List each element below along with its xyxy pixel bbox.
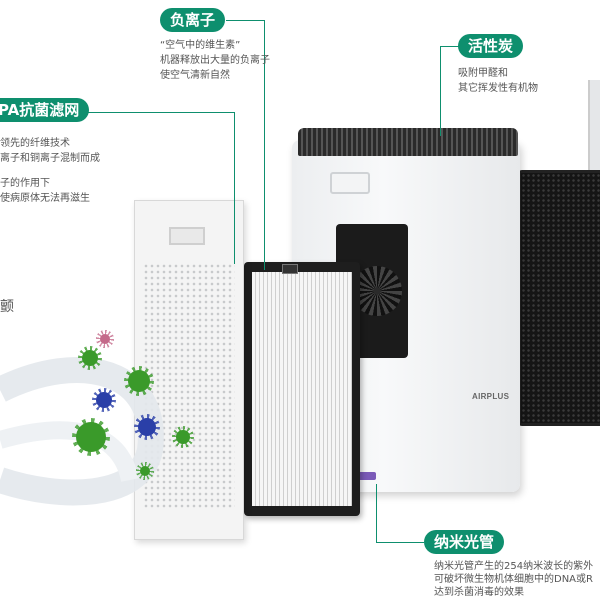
germ-icon [134,414,160,440]
pre-filter-perforation [143,263,235,509]
germ-icon [72,418,110,456]
negative-ion-description: “空气中的维生素” 机器释放出大量的负离子 使空气清新自然 [160,38,270,83]
hepa-description: 领先的纤维技术 离子和铜离子混制而成 子的作用下 使病原体无法再滋生 [0,136,100,206]
activated-carbon-line: 其它挥发性有机物 [458,83,538,94]
connector-line-carbon [440,46,441,136]
hepa-filter-image [244,262,360,516]
negative-ion-line: “空气中的维生素” [160,40,241,51]
connector-line-hepa-v [234,112,235,264]
nano-tube-line: 可破坏微生物机体细胞中的DNA或R [434,574,593,585]
hepa-pleats [252,272,352,506]
connector-line-carbon-h [440,46,460,47]
hepa-line: 离子和铜离子混制而成 [0,153,100,164]
hepa-stray-char: 颤 [0,299,14,315]
activated-carbon-line: 吸附甲醛和 [458,68,508,79]
uv-tube-icon [358,472,376,480]
negative-ion-line: 使空气清新自然 [160,70,230,81]
germ-icon [92,388,116,412]
connector-line-negative-ion-h [226,20,264,21]
germ-icon [172,426,194,448]
nano-tube-description: 纳米光管产生的254纳米波长的紫外 可破坏微生物机体细胞中的DNA或R 达到杀菌… [434,560,593,599]
hepa-line [0,166,100,176]
fan-icon [352,266,402,316]
connector-line-nano [376,484,377,542]
germ-icon [78,346,102,370]
activated-carbon-badge: 活性炭 [458,34,524,58]
brand-logo: AIRPLUS [472,392,510,401]
hepa-line: 领先的纤维技术 [0,138,70,149]
hepa-line: 子的作用下 [0,178,50,189]
purifier-handle [330,172,370,194]
nano-tube-badge: 纳米光管 [424,530,505,554]
hepa-pull-tab [282,264,298,274]
connector-line-nano-h [376,542,424,543]
hepa-badge: PA抗菌滤网 [0,98,90,122]
connector-line-hepa [80,112,234,113]
germ-icon [124,366,154,396]
pre-filter-slot [169,227,205,245]
germ-icon [136,462,154,480]
activated-carbon-description: 吸附甲醛和 其它挥发性有机物 [458,66,538,96]
hepa-line: 使病原体无法再滋生 [0,193,90,204]
nano-tube-line: 纳米光管产生的254纳米波长的紫外 [434,561,594,572]
germ-icon [96,330,114,348]
activated-carbon-filter-image [518,170,600,426]
negative-ion-badge: 负离子 [160,8,226,32]
purifier-top-grille [298,128,518,156]
nano-tube-line: 达到杀菌消毒的效果 [434,587,524,598]
negative-ion-line: 机器释放出大量的负离子 [160,55,270,66]
connector-line-negative-ion [264,20,265,270]
